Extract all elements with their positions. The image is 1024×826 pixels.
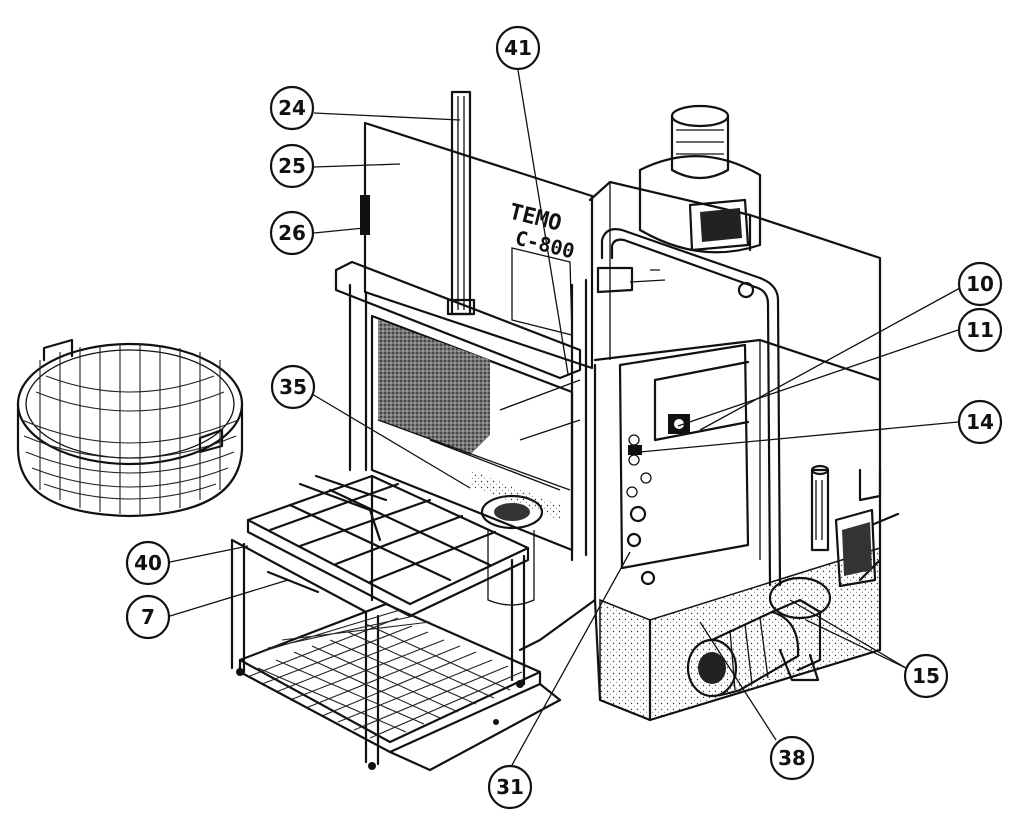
pipework: [596, 228, 782, 587]
pump-motor: [686, 576, 832, 698]
callout-25: 25: [269, 143, 315, 189]
svg-text:24: 24: [278, 96, 306, 120]
tank-frame: [334, 260, 588, 562]
svg-text:25: 25: [278, 154, 306, 178]
svg-text:41: 41: [504, 36, 532, 60]
blower-unit: [638, 104, 762, 254]
callout-10: 10: [957, 261, 1003, 307]
callout-11: 11: [957, 307, 1003, 353]
callout-26: 26: [269, 210, 315, 256]
svg-text:11: 11: [966, 318, 994, 342]
svg-text:40: 40: [134, 551, 162, 575]
callout-35: 35: [270, 364, 316, 410]
control-panel: [618, 343, 750, 586]
svg-text:38: 38: [778, 746, 806, 770]
machine-cabinet: [518, 180, 882, 722]
svg-text:7: 7: [141, 605, 155, 629]
rack-trolley: [230, 474, 562, 772]
lift-column: [360, 90, 476, 316]
callout-40: 40: [125, 540, 171, 586]
tank-strainer: [470, 470, 560, 606]
svg-text:10: 10: [966, 272, 994, 296]
callout-15: 15: [903, 653, 949, 699]
callout-38: 38: [769, 735, 815, 781]
filter-column: [810, 464, 900, 588]
callout-41: 41: [495, 25, 541, 71]
callout-14: 14: [957, 399, 1003, 445]
wire-basket: [16, 338, 244, 518]
svg-text:14: 14: [966, 410, 994, 434]
svg-text:26: 26: [278, 221, 306, 245]
leader-lines: [169, 69, 961, 766]
svg-text:35: 35: [279, 375, 307, 399]
callout-7: 7: [125, 594, 171, 640]
svg-text:15: 15: [912, 664, 940, 688]
callout-24: 24: [269, 85, 315, 131]
callout-31: 31: [487, 764, 533, 810]
svg-text:31: 31: [496, 775, 524, 799]
